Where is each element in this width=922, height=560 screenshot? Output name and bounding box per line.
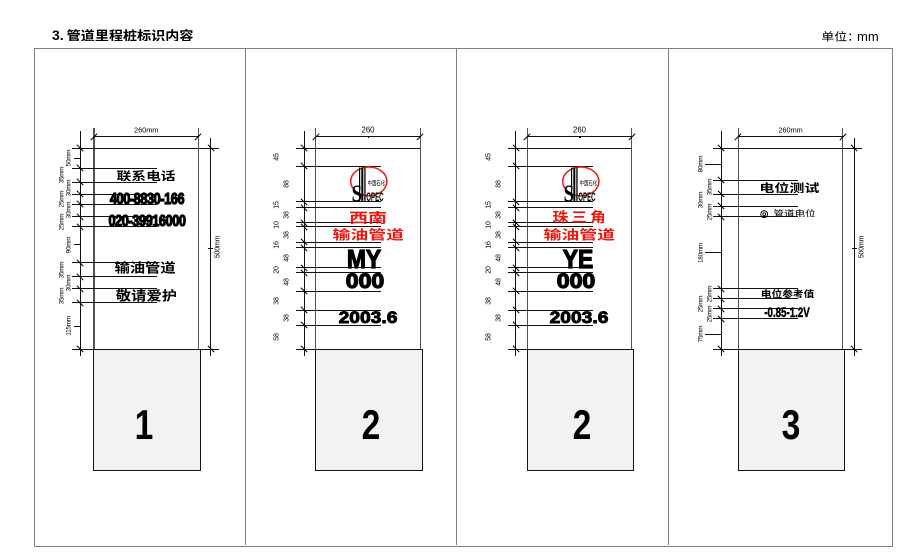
svg-text:OPEC: OPEC: [578, 191, 595, 205]
svg-text:S: S: [352, 181, 362, 207]
svg-text:OPEC: OPEC: [366, 191, 383, 205]
svg-text:S: S: [563, 181, 573, 207]
